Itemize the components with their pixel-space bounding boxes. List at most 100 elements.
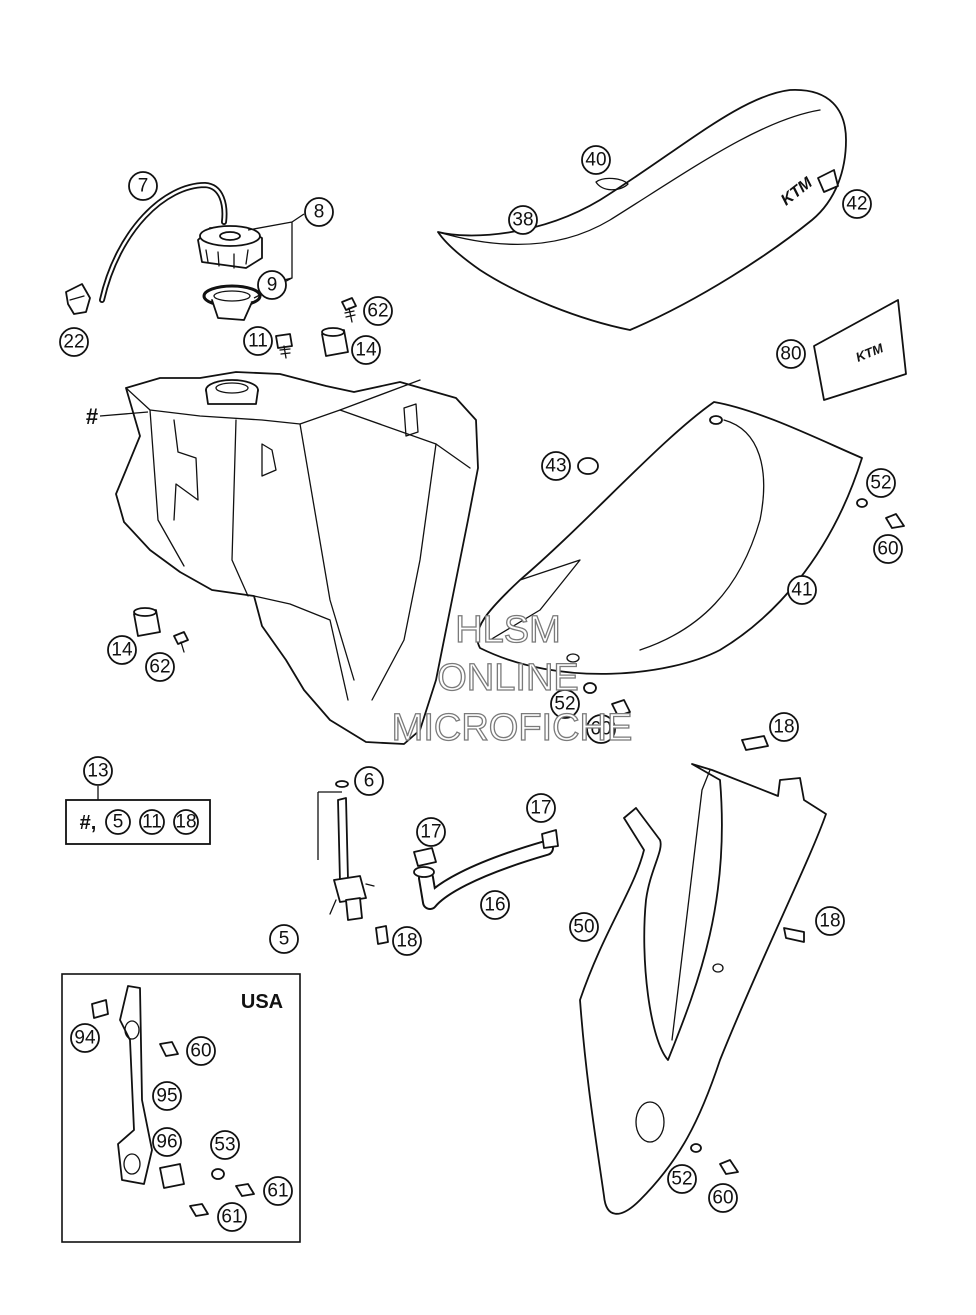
usa-washer-53 [211, 1168, 225, 1180]
svg-text:16: 16 [484, 895, 505, 916]
svg-text:62: 62 [149, 657, 170, 678]
cap-seal [202, 284, 262, 321]
kit-item-11: 11 [139, 809, 165, 835]
usa-inset-frame [61, 973, 301, 1243]
kit-box-hash: #, [80, 812, 97, 834]
kit-item-18: 18 [173, 809, 199, 835]
callout-50: 50 [569, 912, 599, 942]
svg-text:95: 95 [156, 1086, 177, 1107]
callout-22: 22 [59, 327, 89, 357]
callout-17-left: 17 [416, 817, 446, 847]
watermark-line2: ONLINE [437, 657, 578, 699]
svg-text:22: 22 [63, 332, 84, 353]
usa-inset: USA [61, 973, 301, 1243]
callout-60-mid: 60 [586, 714, 616, 744]
svg-text:61: 61 [267, 1181, 288, 1202]
svg-text:11: 11 [248, 331, 268, 352]
callout-14-lower: 14 [107, 635, 137, 665]
bolt-18-upper [741, 735, 769, 751]
svg-text:14: 14 [355, 340, 377, 361]
svg-text:14: 14 [111, 640, 133, 661]
callout-9: 9 [257, 270, 287, 300]
svg-text:62: 62 [367, 301, 388, 322]
fuel-cap [197, 225, 263, 269]
watermark-line3: MICROFICHE [392, 707, 633, 749]
svg-text:38: 38 [512, 210, 533, 231]
lead-6 [317, 791, 342, 860]
washer-52-upper [856, 498, 868, 508]
callout-41: 41 [787, 575, 817, 605]
callout-13: 13 [83, 756, 113, 786]
svg-text:18: 18 [773, 717, 794, 738]
callout-38: 38 [508, 205, 538, 235]
svg-text:60: 60 [590, 719, 611, 740]
svg-text:18: 18 [175, 812, 196, 833]
callout-52-upper: 52 [866, 468, 896, 498]
usa-bolt-60 [159, 1041, 179, 1057]
ktm-sticker: KTM [813, 299, 907, 401]
callout-53: 53 [210, 1130, 240, 1160]
callout-43: 43 [541, 451, 571, 481]
kit-item-5: 5 [105, 809, 131, 835]
fuel-tank [115, 371, 479, 745]
callout-6: 6 [354, 766, 384, 796]
svg-text:18: 18 [396, 931, 417, 952]
svg-text:42: 42 [846, 194, 867, 215]
svg-text:52: 52 [870, 473, 891, 494]
watermark-line1: HLSM [455, 609, 561, 651]
lead-tank [99, 411, 149, 417]
seat-bracket [817, 169, 839, 193]
callout-60-usa: 60 [186, 1036, 216, 1066]
svg-text:50: 50 [573, 917, 594, 938]
svg-text:52: 52 [554, 694, 575, 715]
svg-text:61: 61 [221, 1207, 242, 1228]
vent-hose-inner [100, 183, 226, 302]
bolt-60-upper [885, 513, 905, 529]
bolt-60-lower [719, 1159, 739, 1175]
washer-52-mid [583, 682, 597, 694]
callout-40: 40 [581, 145, 611, 175]
bolt-60-mid [611, 699, 631, 717]
svg-text:17: 17 [530, 798, 551, 819]
svg-text:8: 8 [314, 202, 325, 223]
seat: KTM [437, 89, 847, 331]
callout-52-mid: 52 [550, 689, 580, 719]
side-cover [476, 401, 863, 675]
bolt-18-side [783, 927, 805, 943]
svg-text:96: 96 [156, 1132, 177, 1153]
callout-42: 42 [842, 189, 872, 219]
callout-17-right: 17 [526, 793, 556, 823]
usa-bracket [117, 985, 153, 1185]
hose-elbow [65, 283, 91, 315]
washer-52-lower [690, 1143, 702, 1153]
svg-text:41: 41 [791, 580, 812, 601]
callout-18-tap: 18 [392, 926, 422, 956]
o-ring [335, 780, 349, 788]
bolt-62-lower [173, 631, 189, 653]
svg-text:80: 80 [780, 344, 801, 365]
hose-clamp-left [413, 847, 437, 867]
bolt-62-top [341, 297, 357, 323]
callout-18-upper: 18 [769, 712, 799, 742]
callout-95: 95 [152, 1081, 182, 1111]
callout-61-upper: 61 [263, 1176, 293, 1206]
grommet-43 [577, 457, 599, 475]
svg-text:5: 5 [279, 929, 290, 950]
svg-text:18: 18 [819, 911, 840, 932]
callout-96: 96 [152, 1127, 182, 1157]
usa-label: USA [241, 991, 283, 1013]
callout-7: 7 [128, 171, 158, 201]
callout-94: 94 [70, 1023, 100, 1053]
fuel-tap [329, 797, 375, 921]
svg-text:53: 53 [214, 1135, 235, 1156]
callout-52-lower: 52 [667, 1164, 697, 1194]
callout-8: 8 [304, 197, 334, 227]
usa-clip-96 [159, 1163, 185, 1189]
usa-bolt-61-lower [189, 1203, 209, 1217]
watermark: HLSM ONLINE MICROFICHE [391, 608, 633, 749]
usa-bolt-61-upper [235, 1183, 255, 1197]
svg-text:5: 5 [113, 812, 124, 833]
hose-clamp-right [541, 829, 559, 849]
callout-61-lower: 61 [217, 1202, 247, 1232]
